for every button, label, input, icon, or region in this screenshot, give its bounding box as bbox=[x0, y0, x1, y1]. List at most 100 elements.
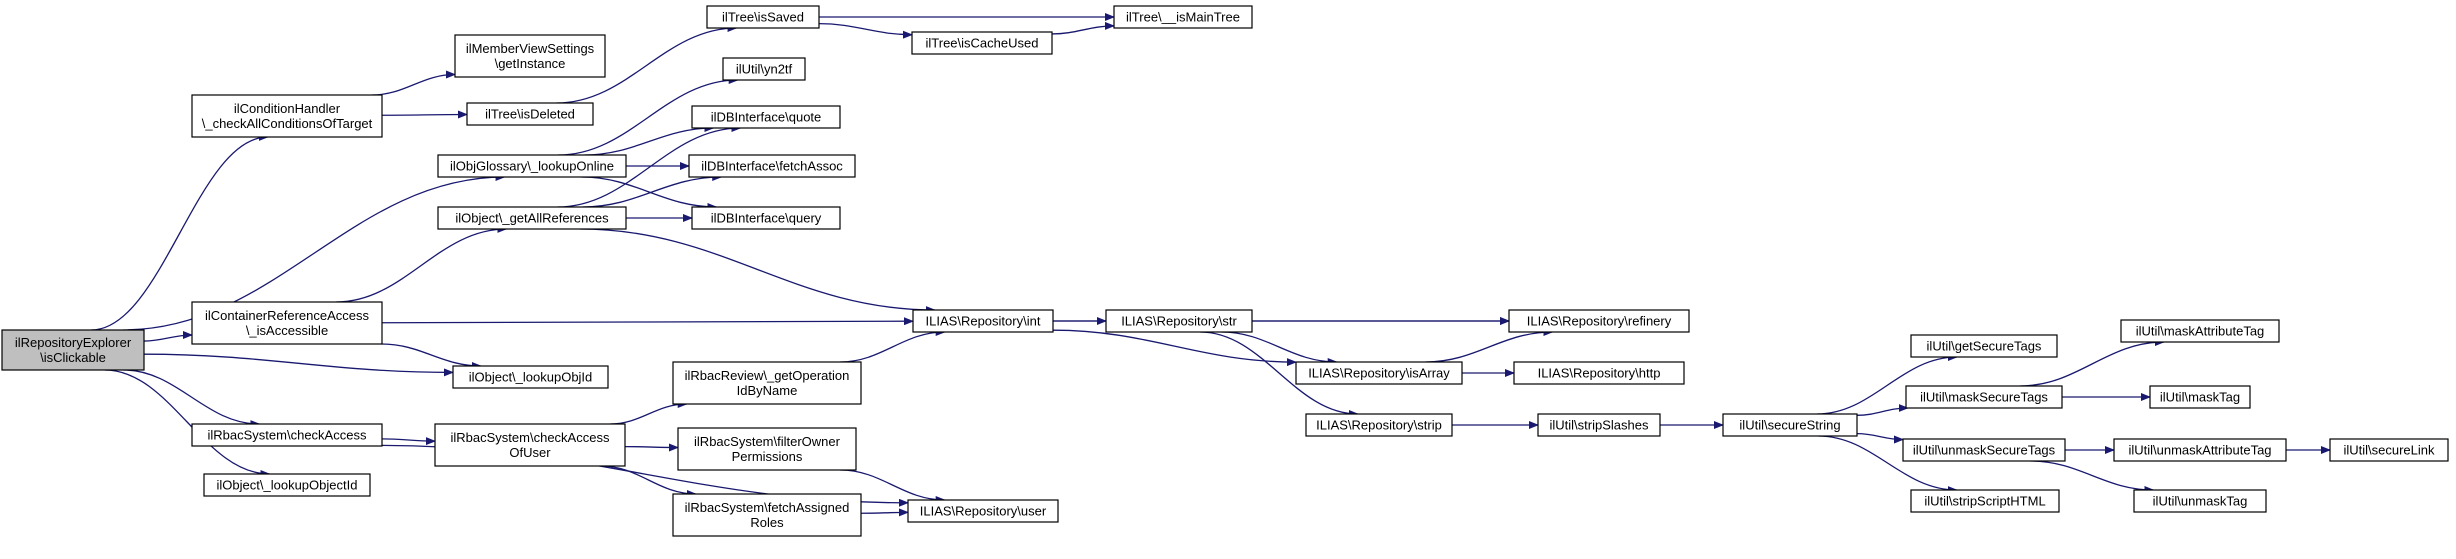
node-securestring[interactable]: ilUtil\secureString bbox=[1722, 413, 1858, 437]
node-getsecuretags[interactable]: ilUtil\getSecureTags bbox=[1910, 334, 2058, 358]
node-box bbox=[437, 154, 627, 178]
node-label: \isClickable bbox=[40, 350, 106, 365]
node-label: ilUtil\unmaskAttributeTag bbox=[2128, 443, 2271, 458]
node-treedeleted[interactable]: ilTree\isDeleted bbox=[466, 102, 594, 126]
node-label: ilUtil\yn2tf bbox=[736, 62, 793, 77]
edge-securestring-to-masksecuretags bbox=[1856, 404, 1909, 416]
edge-rbaccheckuser-to-getop bbox=[610, 400, 688, 425]
node-box bbox=[1113, 5, 1253, 29]
node-glossary[interactable]: ilObjGlossary\_lookupOnline bbox=[437, 154, 627, 178]
edge-unmasksecuretags-to-unmasktag bbox=[2030, 460, 2155, 494]
node-label: ilObject\_lookupObjId bbox=[469, 370, 593, 385]
node-label: ilUtil\getSecureTags bbox=[1927, 339, 2042, 354]
edge-getop-to-int bbox=[840, 328, 946, 363]
node-int[interactable]: ILIAS\Repository\int bbox=[912, 309, 1054, 333]
node-label: \getInstance bbox=[495, 56, 566, 71]
edge-str-to-strip bbox=[1200, 331, 1359, 418]
node-memberview[interactable]: ilMemberViewSettings\getInstance bbox=[454, 34, 606, 78]
node-label: ilUtil\maskAttributeTag bbox=[2136, 324, 2265, 339]
node-quote[interactable]: ilDBInterface\quote bbox=[691, 105, 841, 129]
node-box bbox=[452, 365, 609, 389]
node-box bbox=[691, 105, 841, 129]
edge-securestring-to-unmasksecuretags bbox=[1856, 432, 1904, 444]
node-box bbox=[1722, 413, 1858, 437]
node-cacheused[interactable]: ilTree\isCacheUsed bbox=[911, 31, 1053, 55]
node-box bbox=[1105, 309, 1253, 333]
node-fetchassoc[interactable]: ilDBInterface\fetchAssoc bbox=[688, 154, 856, 178]
edge-rbaccheck-to-rbaccheckuser bbox=[381, 437, 436, 446]
edge-glossary-to-query bbox=[581, 176, 718, 211]
node-isarray[interactable]: ILIAS\Repository\isArray bbox=[1295, 361, 1463, 385]
node-str[interactable]: ILIAS\Repository\str bbox=[1105, 309, 1253, 333]
node-box bbox=[1508, 309, 1690, 333]
node-label: ilUtil\stripScriptHTML bbox=[1924, 494, 2045, 509]
node-label: ilRbacReview\_getOperation bbox=[685, 368, 850, 383]
edge-root-to-condh bbox=[91, 133, 269, 331]
node-box bbox=[191, 301, 383, 345]
node-label: ilTree\isSaved bbox=[722, 10, 804, 25]
node-box bbox=[2149, 385, 2251, 409]
node-yn2tf[interactable]: ilUtil\yn2tf bbox=[722, 57, 806, 81]
edge-condh-to-treedeleted bbox=[381, 110, 468, 119]
node-label: ILIAS\Repository\str bbox=[1121, 314, 1237, 329]
node-stripslashes[interactable]: ilUtil\stripSlashes bbox=[1537, 413, 1661, 437]
node-securelink[interactable]: ilUtil\secureLink bbox=[2329, 438, 2449, 462]
node-unmasksecuretags[interactable]: ilUtil\unmaskSecureTags bbox=[1902, 438, 2066, 462]
node-refinery[interactable]: ILIAS\Repository\refinery bbox=[1508, 309, 1690, 333]
edge-isarray-to-refinery bbox=[1425, 328, 1554, 363]
node-box bbox=[1902, 438, 2066, 462]
node-maskattr[interactable]: ilUtil\maskAttributeTag bbox=[2120, 319, 2280, 343]
edge-contref-to-getallrefs bbox=[335, 225, 508, 303]
node-box bbox=[672, 361, 862, 405]
node-box bbox=[437, 206, 627, 230]
edge-contref-to-int bbox=[381, 317, 914, 326]
node-box bbox=[691, 206, 841, 230]
node-unmasktag[interactable]: ilUtil\unmaskTag bbox=[2133, 489, 2267, 513]
node-masksecuretags[interactable]: ilUtil\maskSecureTags bbox=[1905, 385, 2063, 409]
node-query[interactable]: ilDBInterface\query bbox=[691, 206, 841, 230]
node-lookupobjid[interactable]: ilObject\_lookupObjId bbox=[452, 365, 609, 389]
edge-int-to-isarray bbox=[1052, 329, 1297, 367]
node-box bbox=[1, 329, 145, 371]
edge-root-to-glossary bbox=[122, 173, 506, 331]
node-label: ilObject\_lookupObjectId bbox=[217, 478, 358, 493]
node-label: ilUtil\secureString bbox=[1739, 418, 1840, 433]
node-label: ILIAS\Repository\int bbox=[926, 314, 1041, 329]
node-box bbox=[2120, 319, 2280, 343]
node-label: ilUtil\secureLink bbox=[2343, 443, 2435, 458]
edge-masksecuretags-to-maskattr bbox=[2019, 338, 2165, 387]
node-box bbox=[203, 473, 371, 497]
node-contref[interactable]: ilContainerReferenceAccess\_isAccessible bbox=[191, 301, 383, 345]
node-label: Permissions bbox=[732, 449, 803, 464]
node-masktag[interactable]: ilUtil\maskTag bbox=[2149, 385, 2251, 409]
node-label: ilObject\_getAllReferences bbox=[455, 211, 609, 226]
node-box bbox=[2113, 438, 2287, 462]
node-condh[interactable]: ilConditionHandler\_checkAllConditionsOf… bbox=[191, 94, 383, 138]
node-stripscript[interactable]: ilUtil\stripScriptHTML bbox=[1910, 489, 2060, 513]
node-user[interactable]: ILIAS\Repository\user bbox=[907, 499, 1059, 523]
node-box bbox=[688, 154, 856, 178]
node-root[interactable]: ilRepositoryExplorer\isClickable bbox=[1, 329, 145, 371]
node-rbaccheck[interactable]: ilRbacSystem\checkAccess bbox=[191, 423, 383, 447]
edge-glossary-to-quote bbox=[584, 124, 715, 156]
node-treesaved[interactable]: ilTree\isSaved bbox=[706, 5, 820, 29]
node-label: ilRbacSystem\filterOwner bbox=[694, 434, 841, 449]
node-label: ilMemberViewSettings bbox=[466, 41, 595, 56]
node-strip[interactable]: ILIAS\Repository\strip bbox=[1305, 413, 1453, 437]
node-box bbox=[1905, 385, 2063, 409]
node-box bbox=[191, 94, 383, 138]
node-lookupobjectid[interactable]: ilObject\_lookupObjectId bbox=[203, 473, 371, 497]
node-box bbox=[1305, 413, 1453, 437]
node-label: \_isAccessible bbox=[246, 323, 328, 338]
node-unmaskattr[interactable]: ilUtil\unmaskAttributeTag bbox=[2113, 438, 2287, 462]
edge-rbaccheckuser-to-fetchroles bbox=[601, 465, 697, 498]
node-label: ILIAS\Repository\strip bbox=[1316, 418, 1442, 433]
node-http[interactable]: ILIAS\Repository\http bbox=[1513, 361, 1685, 385]
node-maintree[interactable]: ilTree\__isMainTree bbox=[1113, 5, 1253, 29]
node-box bbox=[1513, 361, 1685, 385]
node-getallrefs[interactable]: ilObject\_getAllReferences bbox=[437, 206, 627, 230]
